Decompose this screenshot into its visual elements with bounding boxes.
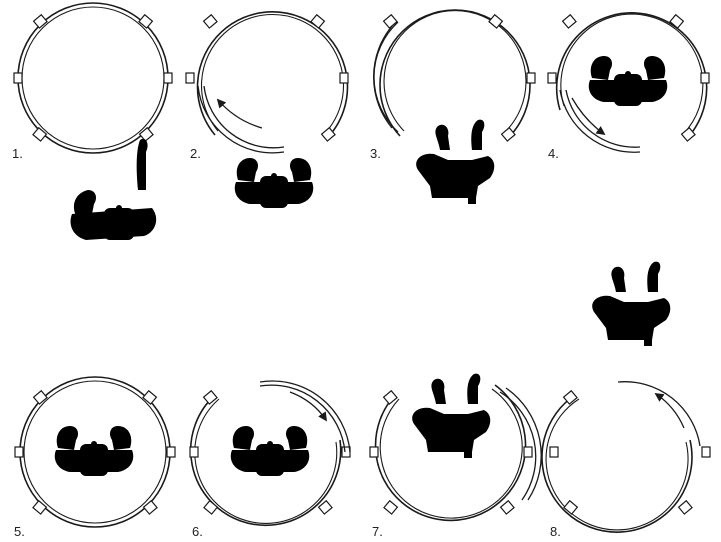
installer-figure: [235, 158, 313, 208]
step-label: 5.: [14, 524, 25, 539]
step-label: 1.: [12, 146, 23, 161]
direction-arrow: [656, 394, 684, 428]
step-label: 3.: [370, 146, 381, 161]
step-5: 5.: [14, 377, 175, 539]
enclosure-ring: [370, 385, 532, 520]
direction-arrow: [218, 100, 262, 128]
enclosure-ring: [380, 10, 535, 141]
step-3: 3.: [370, 10, 535, 204]
installer-figure: [592, 262, 670, 346]
enclosure-ring: [186, 12, 348, 141]
step-label: 2.: [190, 146, 201, 161]
enclosure-ring: [14, 3, 172, 153]
step-label: 7.: [372, 524, 383, 539]
step-8: 8.: [542, 262, 710, 539]
step-4: 4.: [548, 13, 709, 161]
direction-arrow: [290, 392, 326, 420]
step-label: 4.: [548, 146, 559, 161]
step-label: 8.: [550, 524, 561, 539]
step-2: 2.: [186, 12, 348, 208]
installer-figure: [55, 426, 133, 476]
panel-segment: [500, 392, 536, 500]
installer-figure: [589, 56, 667, 106]
step-label: 6.: [192, 524, 203, 539]
step-1: 1.: [12, 3, 172, 240]
enclosure-ring: [542, 391, 710, 532]
panel-segment: [618, 382, 700, 446]
installer-figure: [416, 120, 494, 204]
installer-figure: [231, 426, 309, 476]
installer-figure: [412, 374, 490, 458]
installer-figure: [71, 139, 157, 240]
step-7: 7.: [370, 374, 541, 539]
step-6: 6.: [190, 381, 350, 539]
